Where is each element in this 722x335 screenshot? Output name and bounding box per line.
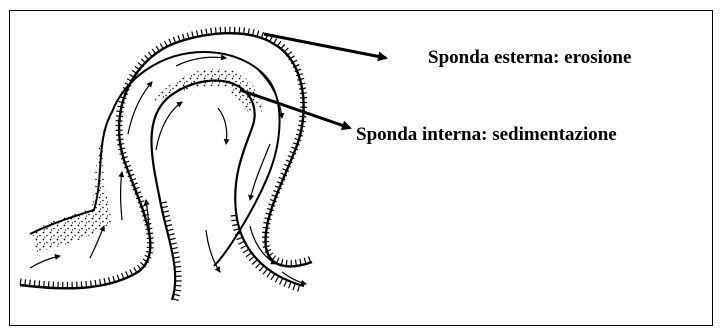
point-bar-left bbox=[32, 118, 112, 252]
outer-bank-pointer bbox=[264, 34, 386, 58]
inner-bank-label: Sponda interna: sedimentazione bbox=[356, 124, 617, 146]
inner-bank-pointer bbox=[240, 90, 350, 128]
outer-bank-line bbox=[20, 33, 312, 288]
outer-bank-label: Sponda esterna: erosione bbox=[428, 47, 631, 69]
outer-bank-hatching bbox=[20, 30, 312, 285]
